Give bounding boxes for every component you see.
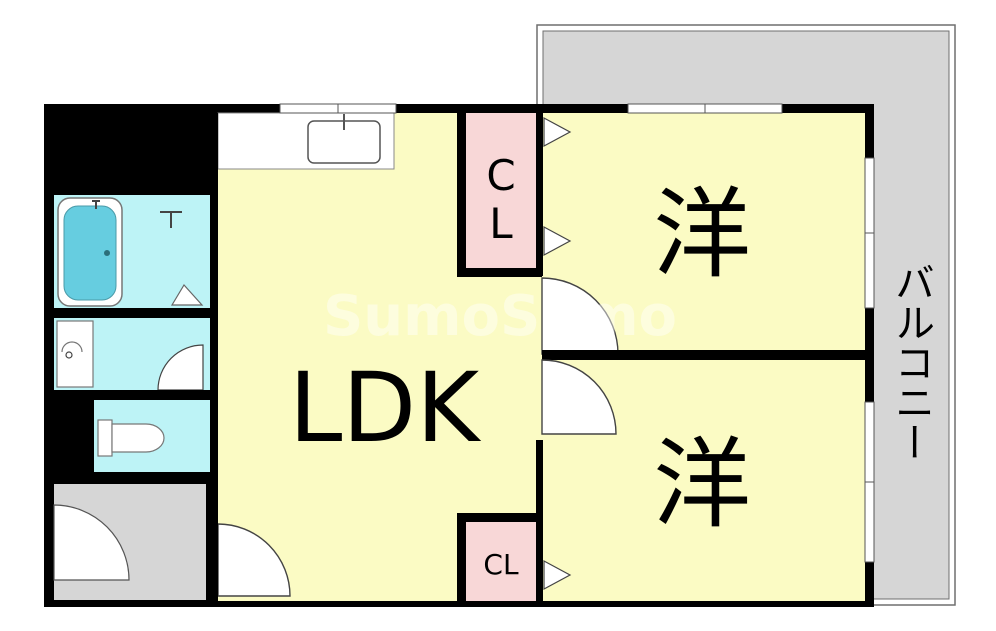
label-closet-top-l: L bbox=[489, 199, 513, 248]
washroom bbox=[54, 318, 210, 391]
label-western-1: 洋 bbox=[653, 178, 751, 292]
toilet-room bbox=[94, 400, 210, 472]
wash-basin bbox=[56, 320, 94, 388]
closet-doors bbox=[543, 116, 572, 591]
label-closet-bottom: CL bbox=[483, 548, 519, 581]
bathroom bbox=[54, 195, 210, 308]
label-balcony: バルコニー bbox=[888, 262, 934, 462]
door-swings bbox=[217, 277, 619, 597]
label-closet-top-c: C bbox=[486, 151, 515, 200]
windows bbox=[279, 103, 875, 563]
ldk-lower-extension bbox=[458, 273, 542, 513]
closet-bottom bbox=[465, 520, 537, 601]
entrance bbox=[53, 484, 206, 600]
label-western-2: 洋 bbox=[653, 428, 751, 542]
kitchen-counter bbox=[217, 112, 395, 170]
watermark: SumoSumo bbox=[323, 284, 677, 349]
interior-walls bbox=[46, 113, 865, 604]
room-ldk bbox=[218, 113, 458, 601]
label-ldk: LDK bbox=[289, 352, 481, 464]
closet-top bbox=[465, 113, 537, 268]
